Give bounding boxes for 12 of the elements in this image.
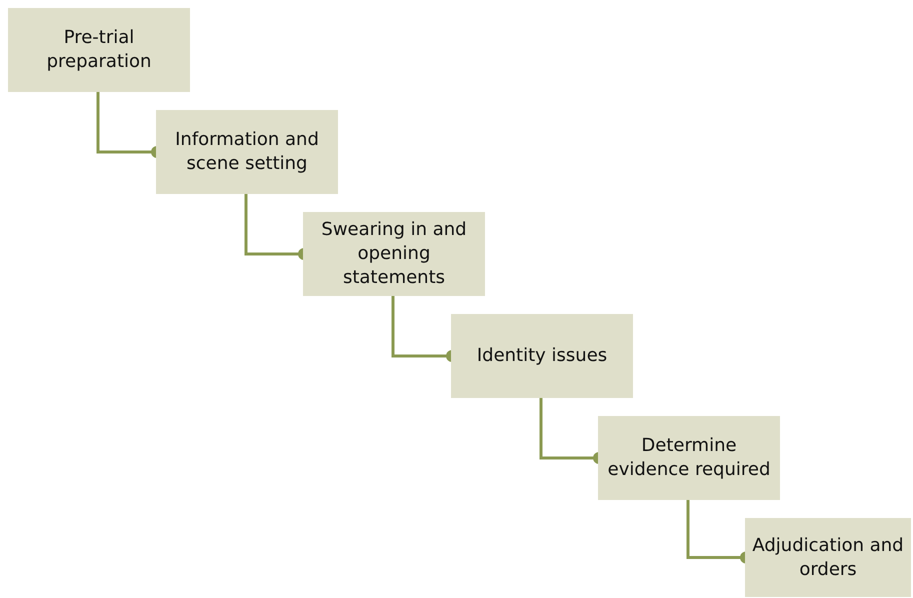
step-box	[156, 110, 338, 194]
step-label: Information and scene setting	[174, 128, 320, 176]
step-box	[598, 416, 780, 500]
step-label: Swearing in and opening statements	[320, 218, 468, 290]
step-box	[303, 212, 485, 296]
step-label: Pre-trial preparation	[46, 26, 152, 74]
step-label: Adjudication and orders	[751, 534, 905, 582]
step-box	[745, 518, 911, 597]
step-label: Determine evidence required	[606, 434, 772, 482]
step-box	[451, 314, 633, 398]
step-label: Identity issues	[476, 344, 608, 368]
step-box	[8, 8, 190, 92]
